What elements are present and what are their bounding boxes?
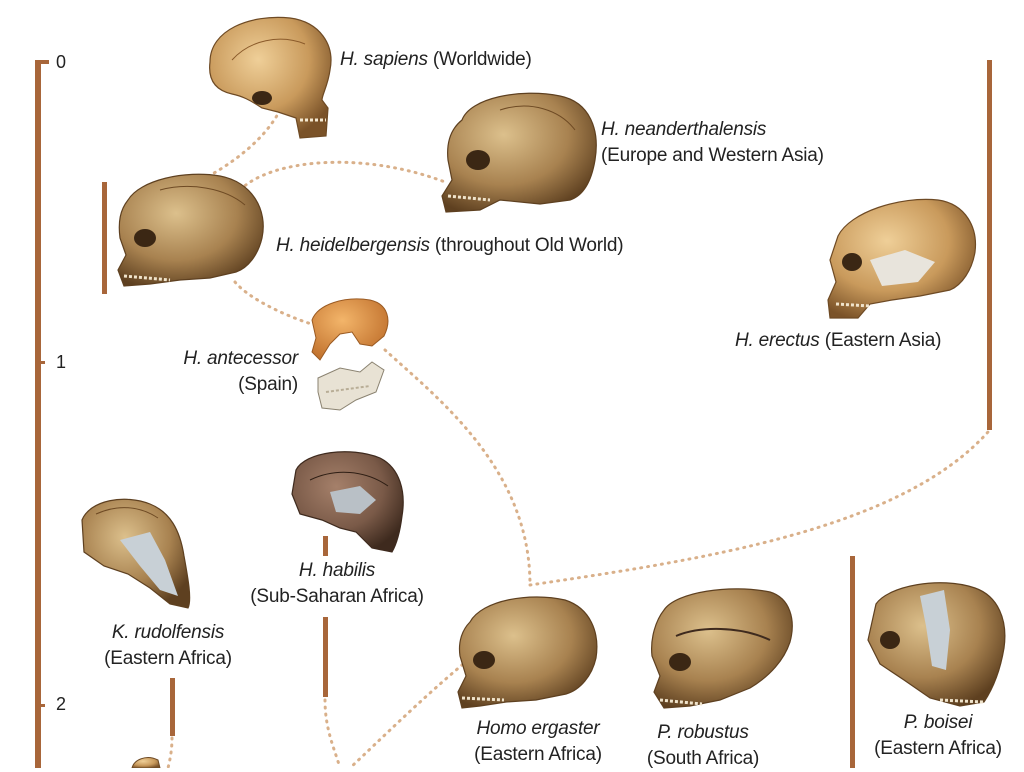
skull-ergaster-icon: [457, 596, 598, 709]
tick-label-1: 1: [56, 352, 67, 372]
species-region-ergaster: (Eastern Africa): [474, 744, 602, 765]
species-region-erectus: (Eastern Asia): [824, 330, 942, 351]
range-bar-habilis-top: [323, 536, 328, 556]
lineage-antecessor-ergaster: [383, 348, 532, 587]
lineage-heidelbergensis-antecessor: [233, 280, 320, 328]
species-region-boisei: (Eastern Africa): [874, 738, 1002, 759]
tick-mark-2: [35, 704, 45, 707]
species-name-erectus: H. erectus: [735, 330, 820, 351]
species-region-rudolfensis: (Eastern Africa): [104, 648, 232, 669]
tick-label-2: 2: [56, 694, 67, 714]
lineage-ergaster-erectus: [528, 430, 990, 587]
skull-erectus-icon: [827, 198, 977, 319]
species-name-robustus: P. robustus: [657, 722, 749, 743]
tick-mark-1: [35, 361, 45, 364]
label-rudolfensis: K. rudolfensis (Eastern Africa): [78, 620, 258, 672]
species-region-heidelbergensis: (throughout Old World): [434, 235, 624, 256]
species-region-antecessor: (Spain): [238, 374, 298, 395]
tick-label-0: 0: [56, 52, 67, 72]
species-name-heidelbergensis: H. heidelbergensis: [276, 235, 430, 256]
species-name-ergaster: Homo ergaster: [476, 718, 600, 739]
species-region-sapiens: (Worldwide): [432, 49, 532, 70]
label-ergaster: Homo ergaster (Eastern Africa): [448, 716, 628, 768]
species-region-robustus: (South Africa): [646, 748, 760, 769]
label-habilis: H. habilis (Sub-Saharan Africa): [232, 558, 442, 610]
fossil-antecessor-icon: [311, 298, 389, 411]
species-name-antecessor: H. antecessor: [183, 348, 298, 369]
skull-neanderthalensis-icon: [441, 92, 597, 213]
skull-rudolfensis-icon: [81, 498, 191, 609]
lineage-rudolfensis-down: [166, 736, 174, 768]
label-neanderthalensis: H. neanderthalensis (Europe and Western …: [601, 117, 824, 169]
skull-robustus-icon: [651, 588, 793, 709]
species-name-boisei: P. boisei: [903, 712, 973, 733]
label-erectus: H. erectus (Eastern Asia): [735, 328, 941, 354]
species-name-sapiens: H. sapiens: [340, 49, 428, 70]
label-sapiens: H. sapiens (Worldwide): [340, 47, 532, 73]
range-bar-boisei: [850, 556, 855, 768]
species-region-neanderthalensis: (Europe and Western Asia): [601, 145, 824, 166]
tick-mark-0: [35, 60, 49, 64]
lineage-ergaster-habilis: [348, 658, 470, 768]
label-robustus: P. robustus (South Africa): [628, 720, 778, 772]
species-name-rudolfensis: K. rudolfensis: [111, 622, 225, 643]
lineage-heidelbergensis-neanderthalensis: [238, 160, 447, 192]
skull-habilis-icon: [291, 451, 404, 553]
skull-partial-icon: [131, 757, 161, 768]
range-bar-habilis: [323, 617, 328, 697]
range-bar-erectus: [987, 60, 992, 430]
species-name-neanderthalensis: H. neanderthalensis: [601, 119, 767, 140]
skull-sapiens-icon: [209, 16, 332, 139]
label-boisei: P. boisei (Eastern Africa): [856, 710, 1020, 762]
label-heidelbergensis: H. heidelbergensis (throughout Old World…: [276, 233, 624, 259]
lineage-lines: [166, 108, 990, 768]
lineage-heidelbergensis-sapiens: [203, 108, 282, 180]
label-antecessor: H. antecessor (Spain): [150, 346, 298, 398]
species-name-habilis: H. habilis: [298, 560, 376, 581]
species-region-habilis: (Sub-Saharan Africa): [250, 586, 424, 607]
range-bar-rudolfensis: [170, 678, 175, 736]
lineage-habilis-down: [323, 698, 342, 768]
skull-boisei-icon: [867, 582, 1006, 707]
skull-heidelbergensis-icon: [117, 173, 264, 287]
time-scale-axis: [35, 60, 41, 768]
range-bar-heidelbergensis: [102, 182, 107, 294]
